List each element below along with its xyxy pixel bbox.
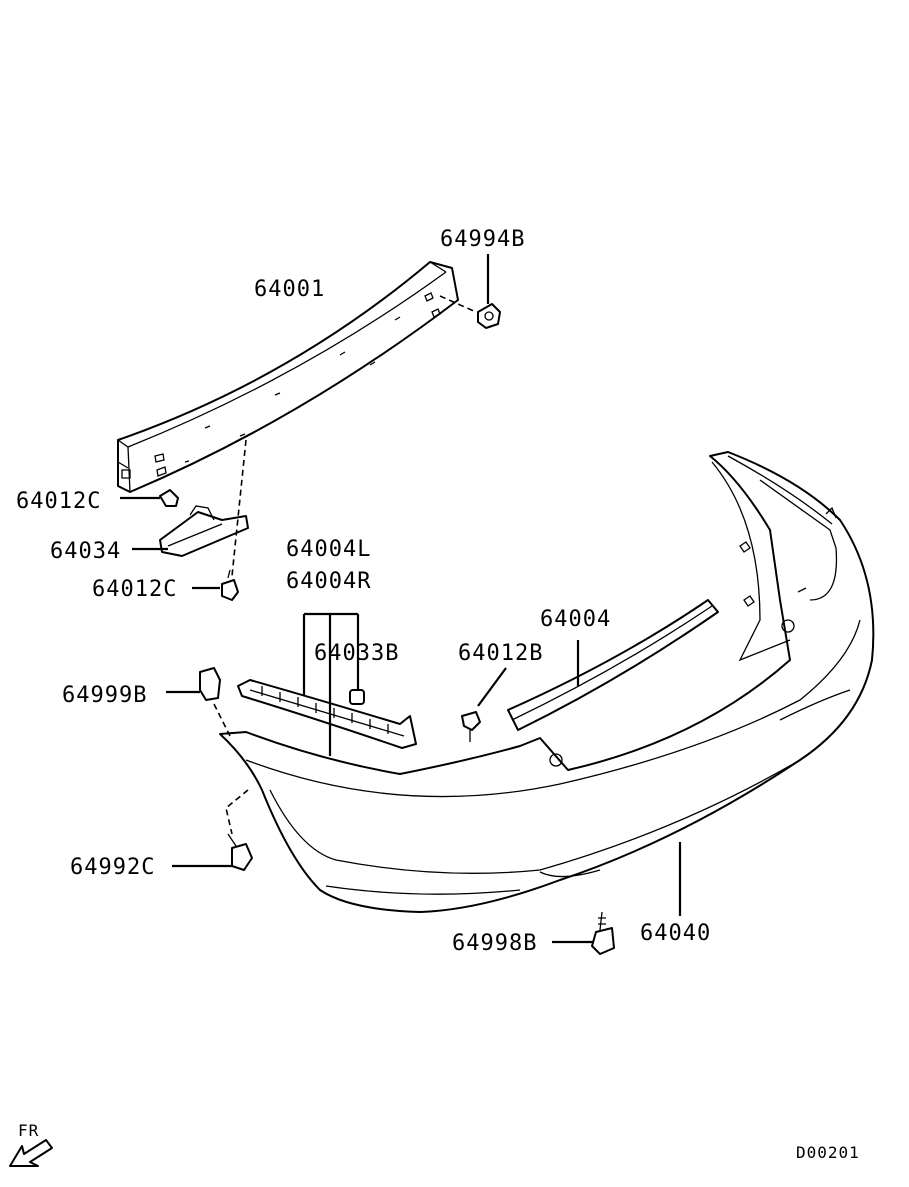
clip-64012B (461, 711, 481, 742)
dash-line-64992C (225, 789, 249, 835)
label-64001: 64001 (254, 277, 325, 302)
diagram-code: D00201 (796, 1143, 860, 1162)
nut-64994B (477, 303, 501, 329)
clip-64012C-lower (221, 569, 239, 601)
label-64012B: 64012B (458, 641, 543, 666)
bumper-cover (219, 451, 875, 913)
label-64040: 64040 (640, 921, 711, 946)
orientation-label: FR (18, 1121, 39, 1140)
dash-line-64994B (439, 295, 477, 313)
dash-line-bracket (231, 439, 247, 577)
label-64004: 64004 (540, 607, 611, 632)
side-bracket-64004 (237, 679, 417, 749)
label-64004L: 64004L (286, 537, 371, 562)
bolt-64998B (591, 911, 615, 955)
upper-molding-64004 (507, 599, 719, 731)
label-64994B: 64994B (440, 227, 525, 252)
leader-64012B (477, 667, 507, 707)
label-64998B: 64998B (452, 931, 537, 956)
fastener-64999B (199, 667, 221, 701)
label-64034: 64034 (50, 539, 121, 564)
reinforcement-beam (117, 261, 459, 493)
screw-64992C (227, 833, 253, 871)
leader-64004LR (302, 612, 358, 756)
clip-64012C-upper (159, 489, 179, 507)
clip-64033B (349, 689, 365, 705)
label-64033B: 64033B (314, 641, 399, 666)
dash-line-64999B (213, 703, 231, 737)
label-64004R: 64004R (286, 569, 371, 594)
front-arrow-icon (9, 1139, 53, 1167)
label-64012C-upper: 64012C (16, 489, 101, 514)
label-64012C-lower: 64012C (92, 577, 177, 602)
label-64992C: 64992C (70, 855, 155, 880)
label-64999B: 64999B (62, 683, 147, 708)
bracket-64034 (159, 505, 249, 557)
